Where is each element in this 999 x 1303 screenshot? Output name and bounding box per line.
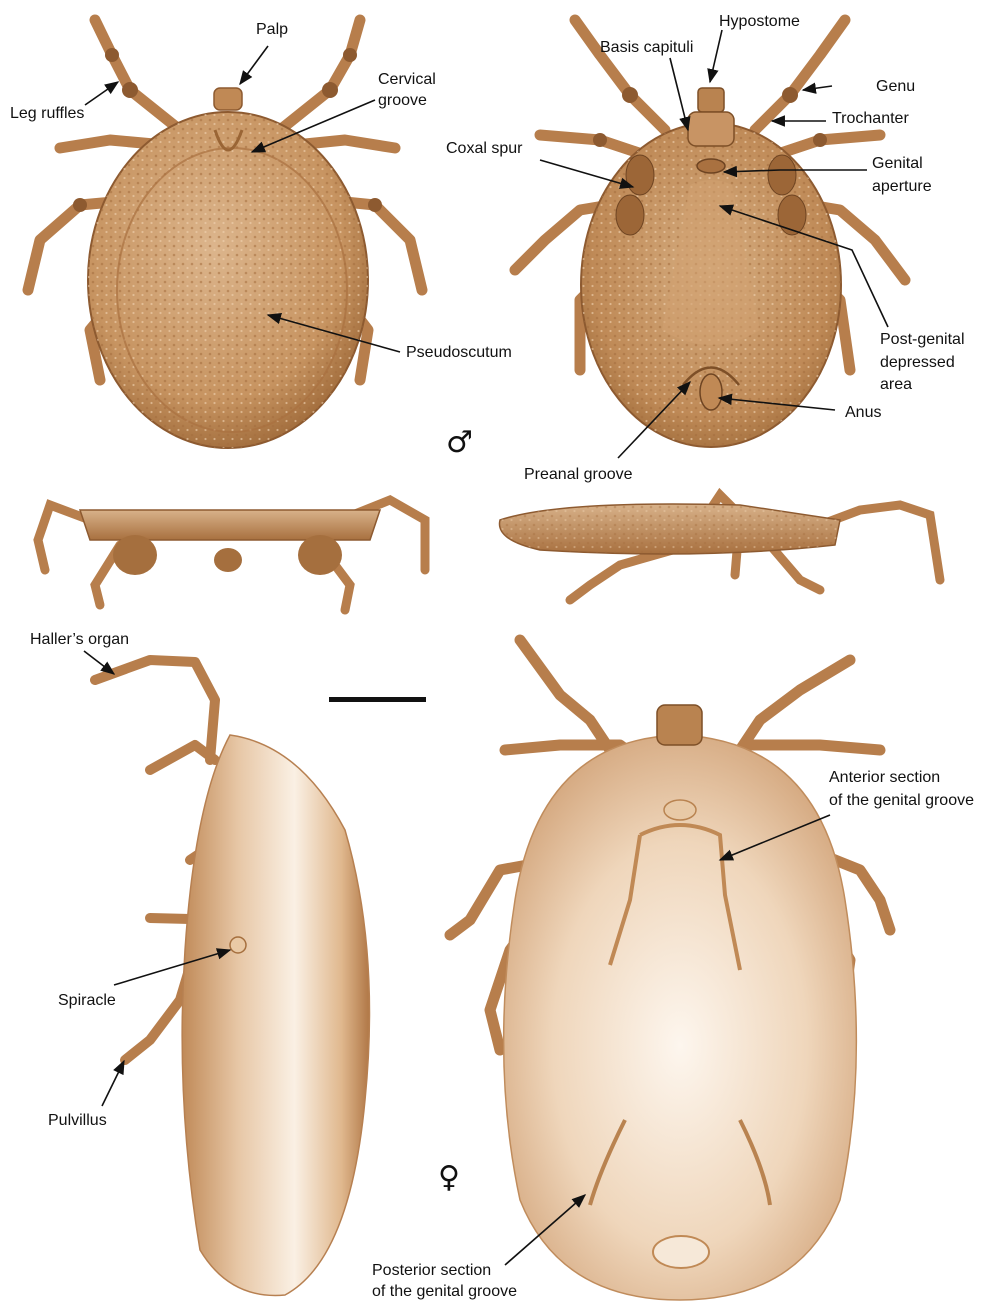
arrow-leg-ruffles (85, 82, 118, 105)
label-genital-aperture-1: Genital (872, 154, 923, 173)
arrow-palp (240, 46, 268, 84)
label-preanal-groove: Preanal groove (524, 465, 633, 484)
label-genu: Genu (876, 77, 915, 96)
label-posterior-genital-2: of the genital groove (372, 1282, 517, 1301)
genital-aperture (697, 159, 725, 173)
leg (820, 505, 940, 580)
label-basis-capituli: Basis capituli (600, 38, 693, 57)
label-cervical-groove-1: Cervical (378, 70, 436, 89)
scale-bar (329, 697, 426, 702)
leg (280, 20, 360, 130)
label-pulvillus: Pulvillus (48, 1111, 107, 1130)
spiracle (230, 937, 246, 953)
label-posterior-genital-1: Posterior section (372, 1261, 491, 1280)
label-post-genital-3: area (880, 375, 912, 394)
leg (770, 545, 820, 590)
label-palp: Palp (256, 20, 288, 39)
label-leg-ruffles: Leg ruffles (10, 104, 84, 123)
arrow-pulvillus (102, 1061, 124, 1106)
female-lateral-body (182, 735, 369, 1295)
label-pseudoscutum: Pseudoscutum (406, 343, 512, 362)
male-ventral-view (515, 20, 905, 447)
male-symbol: ♂ (446, 428, 473, 458)
label-hallers-organ: Haller’s organ (30, 630, 129, 649)
male-frontal-view (38, 500, 425, 610)
label-post-genital-2: depressed (880, 353, 955, 372)
label-cervical-groove-2: groove (378, 91, 427, 110)
arrow-hypostome (710, 30, 722, 82)
anus (700, 374, 722, 410)
capitulum (657, 705, 702, 745)
palp (214, 88, 242, 110)
arrow-basis-capituli (670, 58, 688, 130)
arrow-hallers-organ (84, 651, 114, 674)
female-anus (653, 1236, 709, 1268)
female-symbol: ♀ (438, 1163, 460, 1193)
arrow-genu (803, 86, 832, 90)
label-hypostome: Hypostome (719, 12, 800, 31)
label-post-genital-1: Post-genital (880, 330, 965, 349)
label-anterior-genital-2: of the genital groove (829, 791, 974, 810)
male-lateral-view (500, 495, 941, 600)
leg (150, 745, 215, 770)
hypostome (698, 88, 724, 112)
label-anus: Anus (845, 403, 881, 422)
leg (95, 20, 180, 130)
label-trochanter: Trochanter (832, 109, 909, 128)
basis-capituli (688, 112, 734, 146)
label-anterior-genital-1: Anterior section (829, 768, 940, 787)
label-spiracle: Spiracle (58, 991, 116, 1010)
leg (575, 20, 665, 130)
female-ventral-view (450, 640, 890, 1300)
label-coxal-spur: Coxal spur (446, 139, 522, 158)
label-genital-aperture-2: aperture (872, 177, 932, 196)
male-frontal-body (80, 510, 380, 540)
male-dorsal-view (28, 20, 422, 448)
